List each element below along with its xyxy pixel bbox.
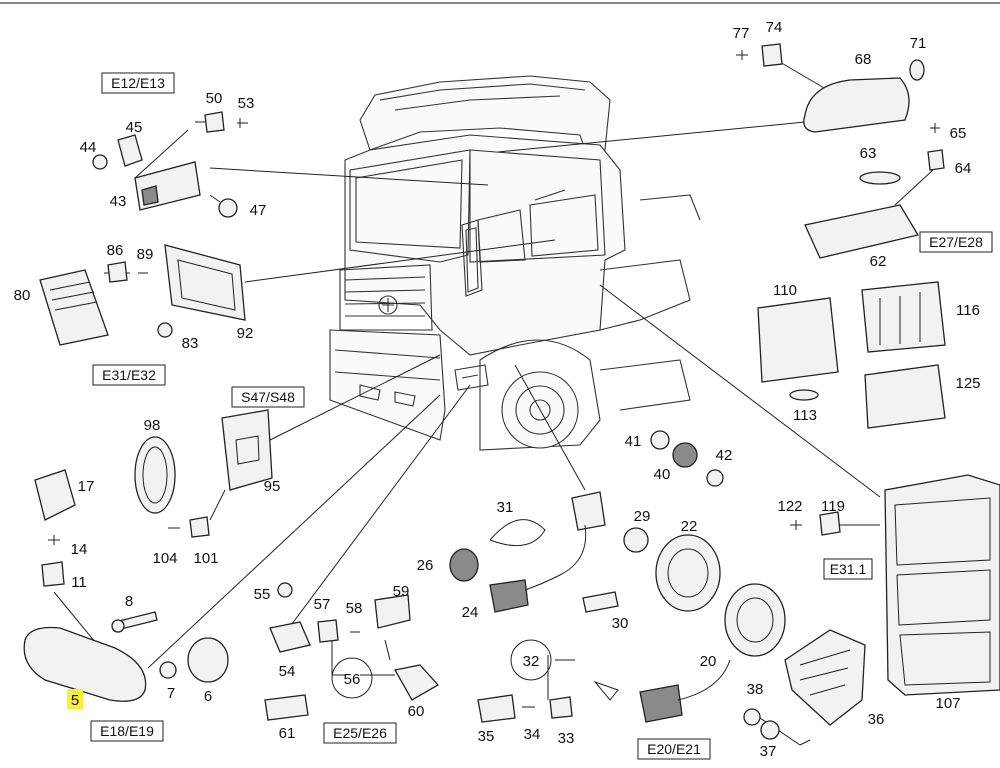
callout-107: 107 <box>935 695 960 712</box>
callout-44: 44 <box>80 139 97 156</box>
callout-50: 50 <box>206 90 223 107</box>
group-label-e25-e26: E25/E26 <box>333 725 387 741</box>
callout-58: 58 <box>346 600 363 617</box>
callout-57: 57 <box>314 596 331 613</box>
callout-95: 95 <box>264 478 281 495</box>
callout-110: 110 <box>773 282 797 299</box>
callout-122: 122 <box>777 498 802 515</box>
callout-60: 60 <box>408 703 425 720</box>
callout-22: 22 <box>681 518 698 535</box>
callout-59: 59 <box>393 583 410 600</box>
callout-14: 14 <box>71 541 88 558</box>
group-label-e31-1: E31.1 <box>830 561 867 577</box>
callout-42: 42 <box>716 447 733 464</box>
callout-92: 92 <box>237 325 254 342</box>
callout-56: 56 <box>344 671 361 688</box>
group-box-s47-s48 <box>231 386 305 408</box>
callout-101: 101 <box>193 550 218 567</box>
callout-34: 34 <box>524 726 541 743</box>
callout-62: 62 <box>870 253 887 270</box>
parts <box>23 43 1000 740</box>
callout-43: 43 <box>110 193 127 210</box>
callout-64: 64 <box>955 160 972 177</box>
leader-lines <box>53 57 934 746</box>
callout-74: 74 <box>766 19 783 36</box>
group-box-e12-e13 <box>101 72 175 94</box>
callout-11: 11 <box>71 574 87 591</box>
callout-5: 5 <box>71 692 79 709</box>
callout-47: 47 <box>250 202 267 219</box>
callout-113: 113 <box>793 407 817 424</box>
callout-7: 7 <box>167 685 175 702</box>
group-box-e31-1 <box>823 558 873 580</box>
callout-37: 37 <box>760 743 777 760</box>
callout-40: 40 <box>654 466 671 483</box>
group-label-e20-e21: E20/E21 <box>647 741 701 757</box>
callout-98: 98 <box>144 417 161 434</box>
callout-36: 36 <box>868 711 885 728</box>
highlight-5 <box>67 689 83 709</box>
callout-53: 53 <box>238 95 255 112</box>
callout-6: 6 <box>204 688 212 705</box>
group-label-s47-s48: S47/S48 <box>241 389 295 405</box>
group-box-e18-e19 <box>90 720 164 742</box>
callout-26: 26 <box>417 557 434 574</box>
callout-24: 24 <box>462 604 479 621</box>
callout-63: 63 <box>860 145 877 162</box>
callout-32: 32 <box>523 653 540 670</box>
callout-29: 29 <box>634 508 651 525</box>
callout-80: 80 <box>14 287 31 304</box>
callout-20: 20 <box>700 653 717 670</box>
group-box-e31-e32 <box>92 364 166 386</box>
group-label-e18-e19: E18/E19 <box>100 723 154 739</box>
callout-77: 77 <box>733 25 750 42</box>
callout-17: 17 <box>78 478 95 495</box>
callout-68: 68 <box>855 51 872 68</box>
callout-circle-32 <box>510 639 552 681</box>
group-box-e25-e26 <box>323 722 397 744</box>
callout-71: 71 <box>910 35 927 52</box>
callout-41: 41 <box>625 433 642 450</box>
callout-104: 104 <box>152 550 177 567</box>
callout-35: 35 <box>478 728 495 745</box>
callout-33: 33 <box>558 730 575 747</box>
truck-cab-illustration <box>329 75 701 451</box>
group-label-e31-e32: E31/E32 <box>102 367 156 383</box>
callout-circle-56 <box>331 657 373 699</box>
group-labels: E12/E13E27/E28E31/E32S47/S48E31.1E18/E19… <box>90 72 993 760</box>
callout-54: 54 <box>279 663 296 680</box>
callout-31: 31 <box>497 499 514 516</box>
callout-83: 83 <box>182 335 199 352</box>
group-box-e20-e21 <box>637 738 711 760</box>
group-box-e27-e28 <box>919 231 993 253</box>
callout-65: 65 <box>950 125 967 142</box>
callout-55: 55 <box>254 586 271 603</box>
group-label-e12-e13: E12/E13 <box>111 75 165 91</box>
group-label-e27-e28: E27/E28 <box>929 234 983 250</box>
callout-61: 61 <box>279 725 296 742</box>
callout-86: 86 <box>107 242 124 259</box>
callout-45: 45 <box>126 119 143 136</box>
callout-8: 8 <box>125 593 133 610</box>
callout-38: 38 <box>747 681 764 698</box>
callout-125: 125 <box>955 375 980 392</box>
callout-89: 89 <box>137 246 154 263</box>
callout-116: 116 <box>956 302 980 319</box>
callout-119: 119 <box>821 498 845 515</box>
callout-30: 30 <box>612 615 629 632</box>
